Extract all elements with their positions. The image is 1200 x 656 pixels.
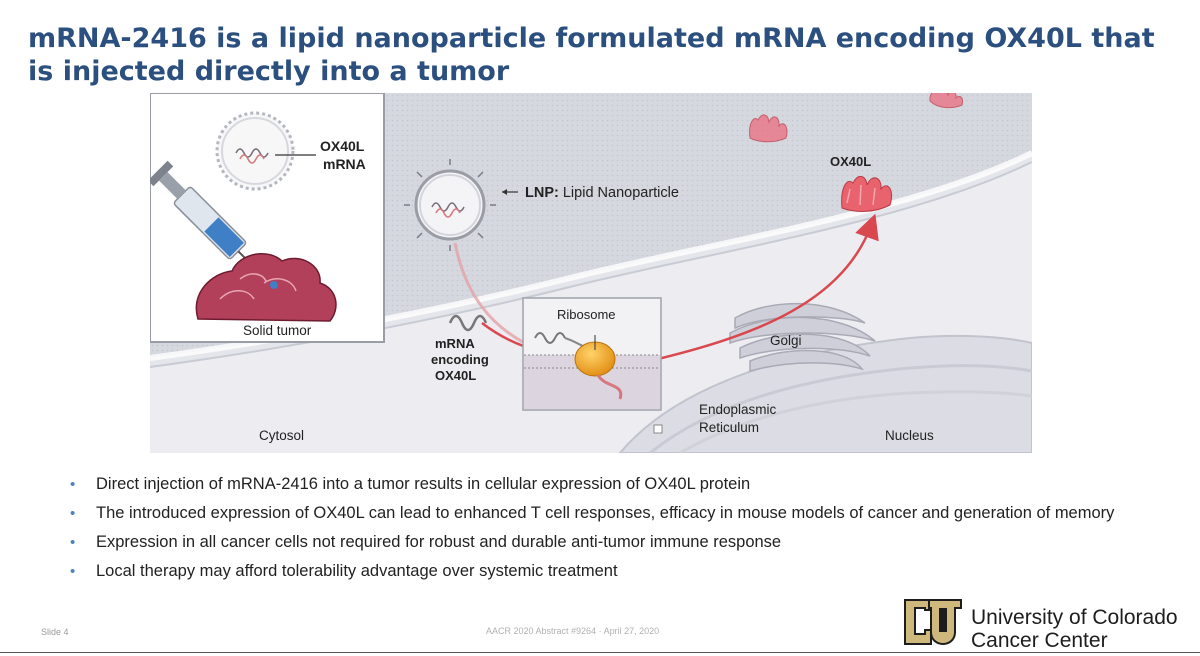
institution-line2: Cancer Center (971, 629, 1108, 652)
ribosome-label: Ribosome (557, 307, 616, 322)
slide-number: Slide 4 (41, 627, 69, 637)
er-marker (653, 424, 663, 434)
ox40l-protein-main (841, 176, 893, 212)
ribosome-inset: Ribosome (522, 297, 662, 411)
slide-title: mRNA-2416 is a lipid nanoparticle formul… (28, 23, 1155, 87)
lnp-to-mrna-path (453, 242, 536, 350)
golgi-label: Golgi (770, 333, 802, 348)
cu-logo-icon (904, 599, 962, 646)
mrna-label-line2: encoding (431, 352, 489, 367)
bullet-item: Direct injection of mRNA-2416 into a tum… (68, 474, 1148, 495)
er-label-line2: Reticulum (699, 420, 759, 435)
mrna-strand (448, 314, 488, 332)
ox40l-label: OX40L (830, 154, 871, 169)
institution-name: University of Colorado Cancer Center (971, 606, 1178, 652)
footer-citation: AACR 2020 Abstract #9264 · April 27, 202… (486, 626, 660, 636)
injection-inset: OX40L mRNA Solid tumor (150, 93, 385, 343)
bullet-item: The introduced expression of OX40L can l… (68, 503, 1148, 524)
cytosol-label: Cytosol (259, 428, 304, 443)
mrna-label-line1: mRNA (435, 336, 475, 351)
er-label-line1: Endoplasmic (699, 402, 777, 417)
ox40l-protein-surface (749, 93, 963, 143)
nucleus-label: Nucleus (885, 428, 934, 443)
bullet-item: Expression in all cancer cells not requi… (68, 532, 1148, 553)
bullet-list: Direct injection of mRNA-2416 into a tum… (68, 474, 1148, 590)
institution-line1: University of Colorado (971, 606, 1178, 629)
mechanism-diagram: OX40L LNP: Lipid Nanoparticle mRNA (150, 93, 1032, 453)
inset-label-ox40l: OX40L (320, 138, 365, 154)
lnp-label: LNP: Lipid Nanoparticle (525, 185, 679, 201)
bullet-item: Local therapy may afford tolerability ad… (68, 561, 1148, 582)
tumor-shape (195, 253, 337, 322)
lnp-particle (404, 159, 496, 251)
inset-label-tumor: Solid tumor (243, 323, 312, 338)
inset-label-mrna: mRNA (323, 156, 366, 172)
mrna-label-line3: OX40L (435, 368, 476, 383)
secretion-arrow (619, 213, 879, 370)
bottom-rule (0, 652, 1200, 653)
